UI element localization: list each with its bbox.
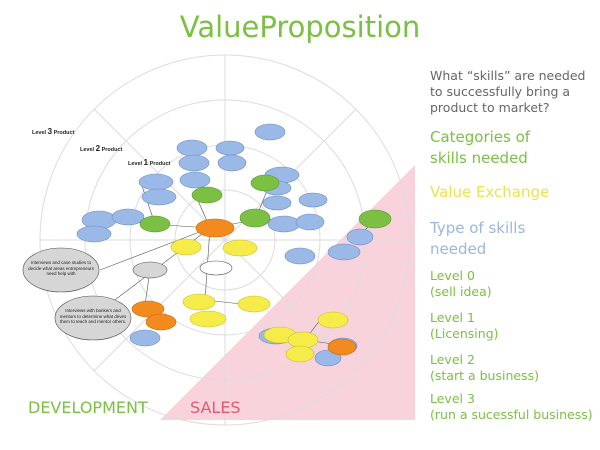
ring-label-level1-suffix: Product: [148, 161, 171, 167]
level-0-legend: Level 0 (sell idea): [430, 268, 492, 300]
orange-nodes: [131, 218, 357, 356]
ring-label-level1: Level 1 Product: [128, 158, 170, 167]
level-0-desc: (sell idea): [430, 284, 492, 299]
outlined-node: [199, 260, 233, 276]
level-3-name: Level 3: [430, 391, 475, 406]
green-nodes: [139, 174, 392, 233]
callout-case-studies: Interviews and case studies to decide wh…: [28, 260, 94, 276]
level-3-desc: (run a sucessful business): [430, 407, 593, 422]
page-title: ValueProposition: [179, 10, 421, 44]
callout-interviews: Interviews with bankers and mentors to d…: [59, 308, 127, 324]
ring-label-level3: Level 3 Product: [32, 127, 74, 136]
legend-type-of-skills: Type of skills needed: [430, 219, 526, 258]
yellow-nodes: [170, 238, 349, 363]
ring-label-level1-prefix: Level: [128, 161, 144, 167]
ring-label-level3-prefix: Level: [32, 130, 48, 136]
question-text: What “skills” are needed to successfully…: [430, 68, 586, 115]
grey-nodes: [22, 247, 168, 341]
legend-value-exchange: Value Exchange: [430, 183, 550, 201]
ring-label-level2-suffix: Product: [100, 147, 123, 153]
ring-label-level1-num: 1: [143, 158, 149, 167]
level-2-name: Level 2: [430, 352, 475, 367]
level-1-name: Level 1: [430, 310, 475, 325]
level-2-desc: (start a business): [430, 368, 539, 383]
level-0-name: Level 0: [430, 268, 475, 283]
level-2-legend: Level 2 (start a business): [430, 352, 539, 384]
ring-label-level2-num: 2: [95, 144, 101, 153]
level-1-legend: Level 1 (Licensing): [430, 310, 499, 342]
sales-region: [160, 165, 415, 420]
legend-categories: Categories of skills needed: [430, 128, 531, 167]
development-label: DEVELOPMENT: [28, 398, 148, 417]
sales-label: SALES: [190, 398, 241, 417]
ring-label-level2-prefix: Level: [80, 147, 96, 153]
level-1-desc: (Licensing): [430, 326, 499, 341]
ring-label-level2: Level 2 Product: [80, 144, 122, 153]
level-rings: [39, 54, 411, 426]
ring-label-level3-num: 3: [47, 127, 53, 136]
level-3-legend: Level 3 (run a sucessful business): [430, 391, 593, 423]
ring-label-level3-suffix: Product: [52, 130, 75, 136]
